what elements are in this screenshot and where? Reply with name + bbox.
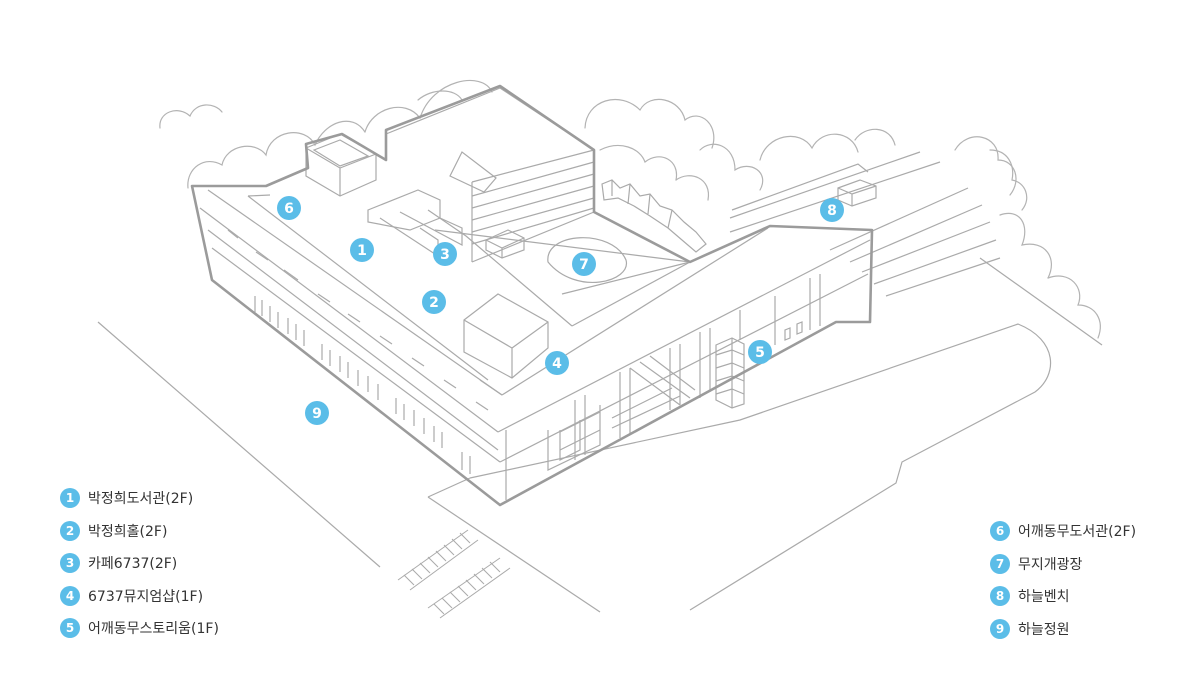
map-marker-9[interactable]: 9 <box>305 401 329 425</box>
legend-right: 6 어깨동무도서관(2F) 7 무지개광장 8 하늘벤치 9 하늘정원 <box>990 520 1136 650</box>
legend-number: 6 <box>990 521 1010 541</box>
building-details <box>199 87 877 500</box>
marker-circle <box>305 401 329 425</box>
marker-circle <box>433 242 457 266</box>
legend-number: 5 <box>60 618 80 638</box>
ground-lines <box>97 151 1103 613</box>
markers: 1 2 3 4 5 6 7 8 9 <box>277 196 844 425</box>
stairs <box>397 529 511 619</box>
legend-label: 박정희홀(2F) <box>88 523 168 540</box>
marker-number: 7 <box>579 257 589 273</box>
legend-number: 9 <box>990 618 1010 639</box>
legend-label: 어깨동무스토리움(1F) <box>88 621 219 637</box>
legend-item-4[interactable]: 4 6737뮤지엄샵(1F) <box>60 585 219 607</box>
marker-number: 8 <box>827 203 837 219</box>
legend-label: 어깨동무도서관(2F) <box>1018 524 1137 540</box>
map-marker-2[interactable]: 2 <box>422 290 446 314</box>
cloud-outline <box>159 79 1101 339</box>
map-marker-7[interactable]: 7 <box>572 252 596 276</box>
marker-number: 2 <box>429 295 439 311</box>
legend-item-9[interactable]: 9 하늘정원 <box>990 618 1136 640</box>
legend-item-5[interactable]: 5 어깨동무스토리움(1F) <box>60 617 219 639</box>
marker-circle <box>748 340 772 364</box>
legend-item-2[interactable]: 2 박정희홀(2F) <box>60 520 219 542</box>
legend-number: 3 <box>60 553 80 573</box>
building-outline <box>190 84 874 507</box>
map-marker-1[interactable]: 1 <box>350 238 374 262</box>
marker-number: 3 <box>440 247 450 263</box>
legend-number: 1 <box>60 488 80 508</box>
legend-number: 2 <box>60 520 80 541</box>
marker-circle <box>820 198 844 222</box>
legend-label: 무지개광장 <box>1018 556 1083 573</box>
legend-number: 8 <box>990 586 1010 606</box>
legend-label: 6737뮤지엄샵(1F) <box>88 588 204 605</box>
legend-item-1[interactable]: 1 박정희도서관(2F) <box>60 487 219 509</box>
legend-item-8[interactable]: 8 하늘벤치 <box>990 585 1136 607</box>
marker-number: 4 <box>552 356 562 372</box>
marker-circle <box>572 252 596 276</box>
legend-item-6[interactable]: 6 어깨동무도서관(2F) <box>990 520 1136 542</box>
legend-item-3[interactable]: 3 카페6737(2F) <box>60 552 219 574</box>
map-marker-5[interactable]: 5 <box>748 340 772 364</box>
marker-number: 1 <box>357 243 367 259</box>
marker-circle <box>277 196 301 220</box>
marker-number: 6 <box>284 201 294 217</box>
marker-number: 9 <box>312 406 322 422</box>
legend-label: 하늘벤치 <box>1018 589 1070 605</box>
map-marker-6[interactable]: 6 <box>277 196 301 220</box>
legend-left: 1 박정희도서관(2F) 2 박정희홀(2F) 3 카페6737(2F) 4 6737뮤지엄샵… <box>60 487 219 650</box>
legend-label: 하늘정원 <box>1018 621 1070 638</box>
marker-circle <box>545 351 569 375</box>
legend-number: 4 <box>60 585 80 606</box>
legend-label: 카페6737(2F) <box>88 556 178 572</box>
marker-number: 5 <box>755 345 765 361</box>
marker-circle <box>350 238 374 262</box>
legend-item-7[interactable]: 7 무지개광장 <box>990 553 1136 575</box>
legend-number: 7 <box>990 553 1010 574</box>
map-marker-3[interactable]: 3 <box>433 242 457 266</box>
map-marker-4[interactable]: 4 <box>545 351 569 375</box>
marker-circle <box>422 290 446 314</box>
map-marker-8[interactable]: 8 <box>820 198 844 222</box>
legend-label: 박정희도서관(2F) <box>88 491 194 507</box>
